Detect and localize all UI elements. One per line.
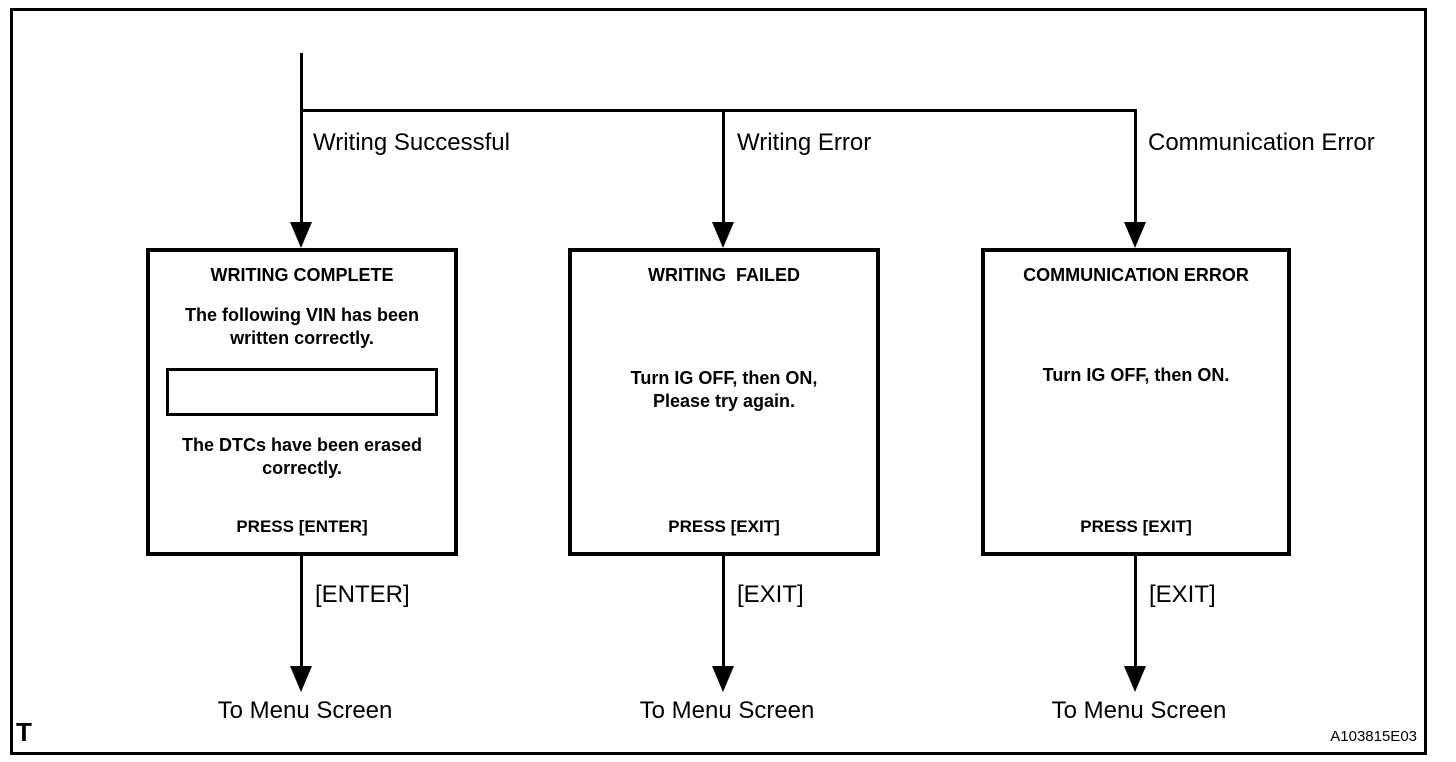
screen-box-communication-error: COMMUNICATION ERROR Turn IG OFF, then ON… — [981, 248, 1291, 556]
connector-drop-writing-error — [722, 109, 725, 224]
screen-title: WRITING COMPLETE — [210, 265, 394, 285]
branch-label-writing-error: Writing Error — [737, 129, 872, 156]
figure-code: A103815E03 — [1330, 728, 1417, 745]
arrowhead-to-menu-1 — [290, 666, 312, 692]
screen-message-dtcs-erased: The DTCs have been erased correctly. — [181, 435, 423, 478]
key-label-enter: [ENTER] — [315, 581, 410, 608]
connector-drop-communication-error — [1134, 109, 1137, 224]
screen-message-vin-written: The following VIN has been written corre… — [184, 305, 420, 348]
connector-stem-writing-successful — [300, 53, 303, 224]
arrowhead-into-writing-failed — [712, 222, 734, 248]
press-instruction: PRESS [ENTER] — [236, 517, 368, 536]
branch-label-writing-successful: Writing Successful — [313, 129, 510, 156]
arrowhead-into-writing-complete — [290, 222, 312, 248]
connector-exit-writing-failed — [722, 556, 725, 666]
screen-box-writing-complete: WRITING COMPLETE The following VIN has b… — [146, 248, 458, 556]
screen-title: WRITING FAILED — [648, 265, 800, 285]
vin-value-field — [166, 368, 438, 416]
connector-exit-communication-error — [1134, 556, 1137, 666]
arrowhead-to-menu-2 — [712, 666, 734, 692]
destination-label-menu-3: To Menu Screen — [1051, 697, 1227, 724]
key-label-exit-2: [EXIT] — [1149, 581, 1216, 608]
arrowhead-into-communication-error — [1124, 222, 1146, 248]
connector-branch-bar — [300, 109, 1137, 112]
screen-title: COMMUNICATION ERROR — [1023, 265, 1249, 285]
key-label-exit-1: [EXIT] — [737, 581, 804, 608]
arrowhead-to-menu-3 — [1124, 666, 1146, 692]
destination-label-menu-2: To Menu Screen — [639, 697, 815, 724]
screen-box-writing-failed: WRITING FAILED Turn IG OFF, then ON, Ple… — [568, 248, 880, 556]
connector-exit-writing-complete — [300, 556, 303, 666]
screen-message-ig-off-on: Turn IG OFF, then ON. — [1042, 365, 1230, 385]
destination-label-menu-1: To Menu Screen — [217, 697, 393, 724]
press-instruction: PRESS [EXIT] — [668, 517, 780, 536]
page-section-letter: T — [16, 717, 32, 747]
diagram-frame — [10, 8, 1427, 755]
screen-message-try-again: Turn IG OFF, then ON, Please try again. — [630, 368, 818, 411]
branch-label-communication-error: Communication Error — [1148, 129, 1375, 156]
press-instruction: PRESS [EXIT] — [1080, 517, 1192, 536]
